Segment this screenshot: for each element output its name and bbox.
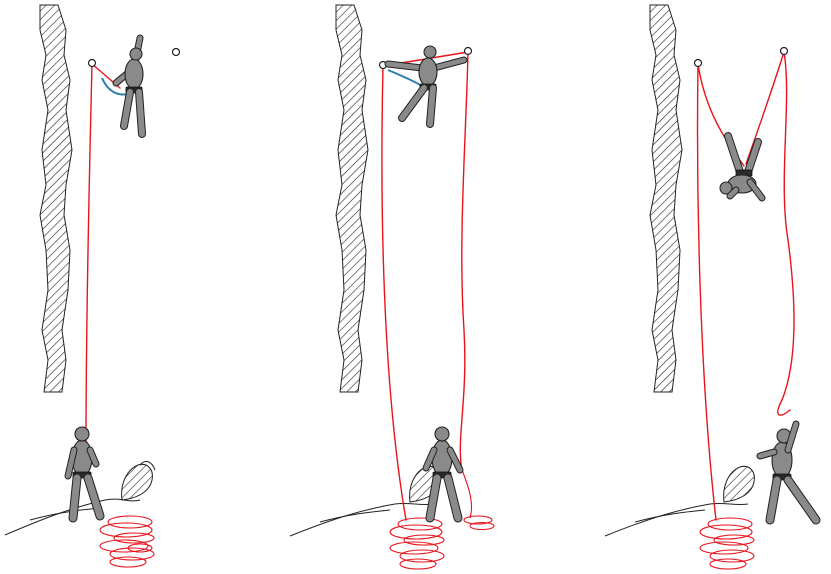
rope-pile-2b: [462, 470, 494, 530]
ground-line-1b: [30, 508, 100, 520]
climber-1-leader: [116, 38, 143, 134]
rock-wall-3: [650, 5, 682, 392]
bolt-3b-icon: [781, 48, 788, 55]
rope-2-right: [460, 52, 468, 470]
bolt-2b-icon: [465, 48, 472, 55]
boulder-1: [122, 464, 153, 500]
panel-1: [5, 5, 180, 567]
panel-3: [605, 5, 816, 569]
ground-line-3: [605, 503, 748, 536]
sling-2: [388, 70, 422, 86]
rock-wall-2: [336, 5, 368, 392]
ground-line-3b: [635, 510, 705, 522]
boulder-3: [724, 466, 755, 502]
rope-pile-3: [700, 518, 754, 569]
rock-wall-1: [40, 5, 72, 392]
rope-pile-1: [100, 516, 154, 567]
rope-2-left: [382, 66, 406, 520]
climber-1-belayer: [68, 427, 100, 518]
climber-3-belayer: [760, 424, 816, 520]
ground-line-2: [290, 503, 432, 536]
climber-2-leader: [388, 46, 464, 124]
bolt-1a-icon: [89, 60, 96, 67]
rope-pile-2: [390, 518, 444, 569]
bolt-3a-icon: [695, 60, 702, 67]
panel-2: [290, 5, 494, 569]
rope-3-slack: [778, 52, 794, 415]
rope-1: [86, 64, 92, 445]
bolt-1b-icon: [173, 49, 180, 56]
rope-3-to-faller-b: [746, 52, 784, 164]
ground-line-2b: [320, 510, 390, 522]
climber-3-falling: [720, 136, 762, 198]
rope-3-left: [698, 64, 716, 520]
